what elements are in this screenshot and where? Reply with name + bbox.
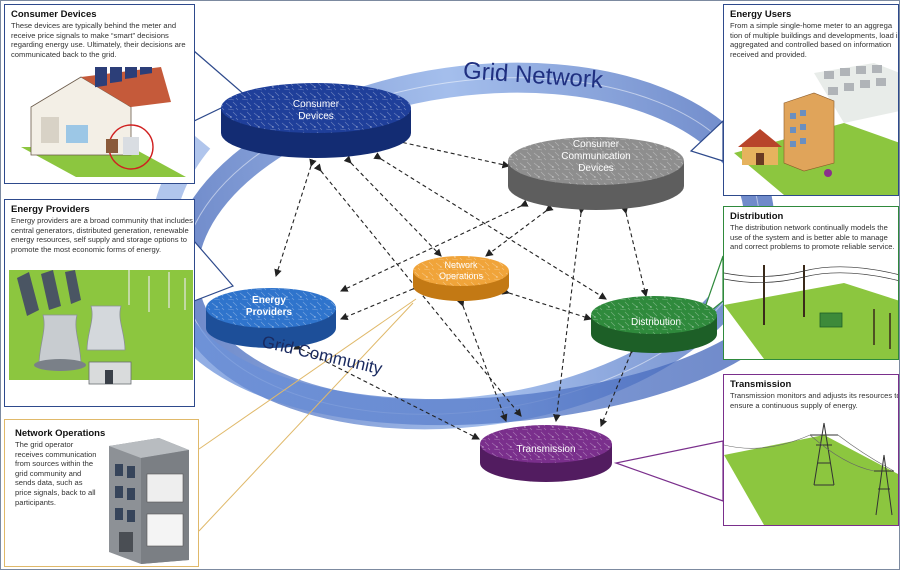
distribution-lines-illustration [724,265,898,359]
node-energy-providers[interactable] [206,288,336,348]
panel-energy-users: Energy Users From a simple single-home m… [723,4,899,196]
panel-consumer-devices: Consumer Devices These devices are typic… [4,4,195,184]
node-consumer-communication-devices[interactable] [508,137,684,210]
panel-description: Energy providers are a broad community t… [11,216,193,254]
panel-description: These devices are typically behind the m… [11,21,186,59]
panel-title: Network Operations [15,428,106,439]
panel-title: Consumer Devices [11,9,97,20]
panel-transmission: Transmission Transmission monitors and a… [723,374,899,526]
panel-title: Transmission [730,379,792,390]
power-plant-illustration [9,270,193,385]
node-distribution[interactable] [591,296,717,353]
panel-title: Energy Users [730,9,792,20]
connection-arrows [274,135,649,440]
callout-transmission [613,440,724,502]
node-consumer-devices[interactable] [221,83,411,158]
neighborhood-illustration [734,63,898,195]
panel-description: The distribution network continually mod… [730,223,895,252]
transmission-towers-illustration [724,422,898,525]
panel-distribution: Distribution The distribution network co… [723,206,899,360]
panel-description: Transmission monitors and adjusts its re… [730,391,899,410]
panel-title: Energy Providers [11,204,90,215]
panel-description: From a simple single-home meter to an ag… [730,21,899,59]
node-network-operations[interactable] [413,256,509,301]
label-transmission: Transmission [516,444,575,455]
panel-energy-providers: Energy Providers Energy providers are a … [4,199,195,407]
operations-building-illustration [109,438,189,564]
house-illustration [21,67,186,177]
node-transmission[interactable] [480,425,612,482]
label-distribution: Distribution [631,317,681,328]
panel-title: Distribution [730,211,784,222]
callout-providers [193,239,235,302]
panel-network-operations: Network Operations The grid operator rec… [4,419,199,567]
panel-description: The grid operator receives communication… [15,440,97,507]
